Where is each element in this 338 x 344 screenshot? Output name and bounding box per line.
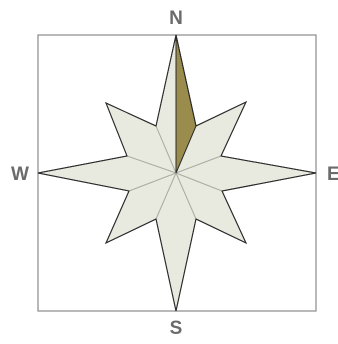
label-east: E: [327, 164, 338, 185]
label-south: S: [170, 318, 183, 339]
label-north: N: [169, 8, 183, 29]
star-group: [38, 35, 316, 311]
label-west: W: [11, 164, 29, 185]
